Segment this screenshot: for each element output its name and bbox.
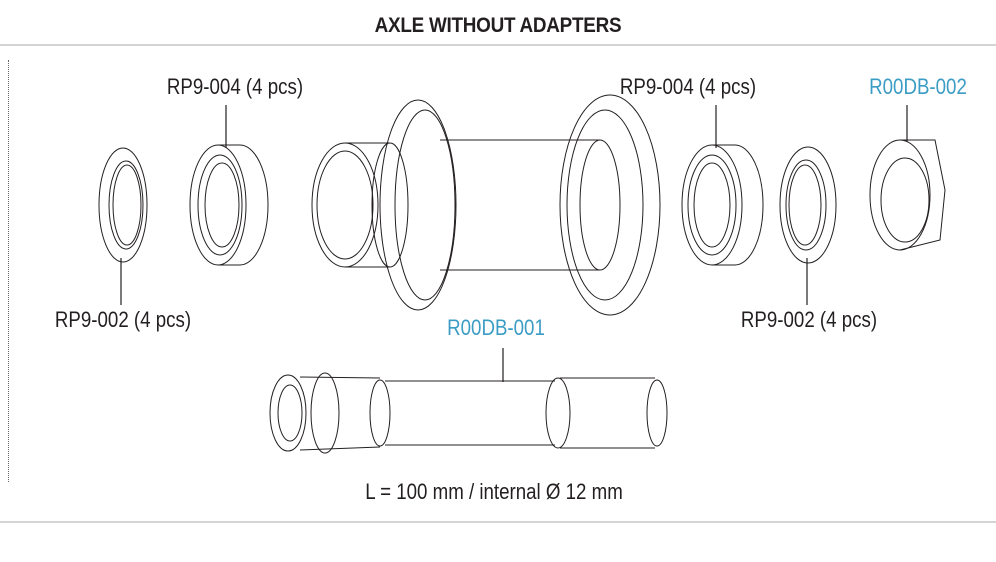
bearing-right	[681, 144, 764, 266]
bearing-left	[189, 144, 269, 266]
dotted-margin-line	[8, 60, 9, 482]
washer-left	[98, 147, 148, 263]
label-axle: R00DB-001	[447, 315, 545, 340]
label-washer-left: RP9-002 (4 pcs)	[54, 307, 192, 332]
label-end-cap: R00DB-002	[869, 74, 967, 99]
label-bearing-left: RP9-004 (4 pcs)	[166, 74, 304, 99]
hub-body	[311, 94, 661, 316]
section-title: AXLE WITHOUT ADAPTERS	[374, 14, 622, 37]
end-cap	[869, 139, 946, 251]
bottom-divider	[0, 521, 996, 523]
label-bearing-right: RP9-004 (4 pcs)	[619, 74, 757, 99]
axle	[269, 372, 668, 454]
top-divider	[0, 44, 996, 46]
washer-right	[779, 146, 837, 264]
leader-lines	[120, 105, 908, 382]
label-washer-right: RP9-002 (4 pcs)	[740, 307, 878, 332]
axle-spec: L = 100 mm / internal Ø 12 mm	[365, 479, 623, 504]
